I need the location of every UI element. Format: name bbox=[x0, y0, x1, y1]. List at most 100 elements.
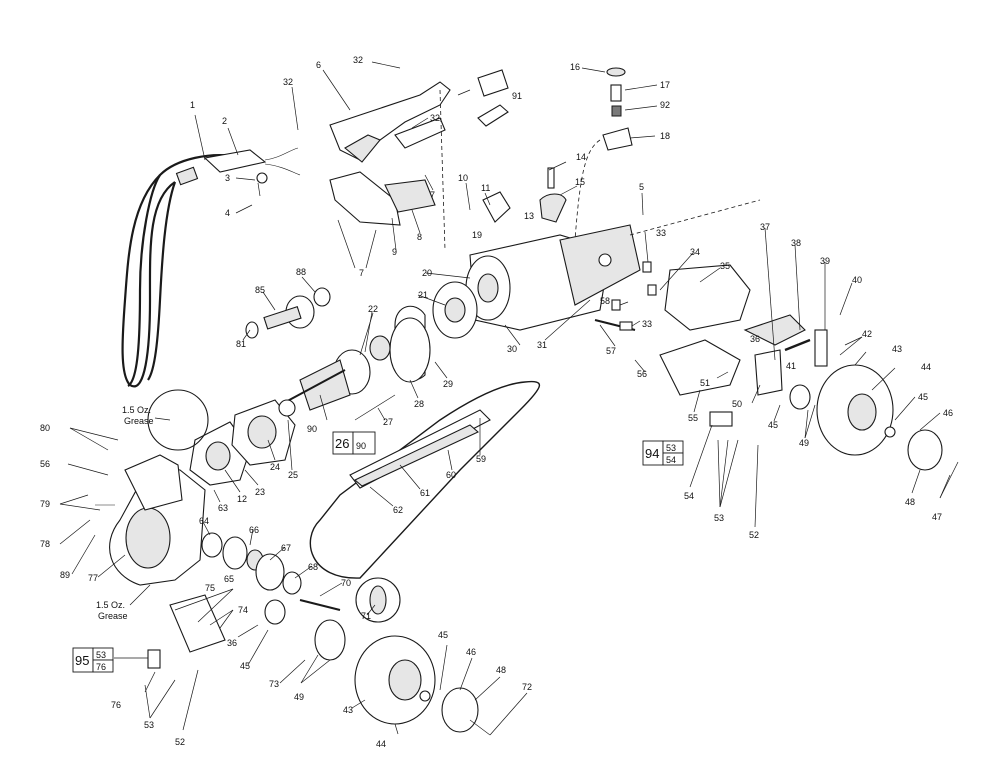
callout-25: 25 bbox=[288, 470, 298, 480]
callout-8: 8 bbox=[417, 232, 422, 242]
grease-top-line2: Grease bbox=[124, 416, 154, 426]
callout-22: 22 bbox=[368, 304, 378, 314]
grease-bottom-line2: Grease bbox=[98, 611, 128, 621]
callout-32a: 32 bbox=[353, 55, 363, 65]
handle-assembly bbox=[329, 81, 451, 251]
callout-9: 9 bbox=[392, 247, 397, 257]
callout-28: 28 bbox=[414, 399, 424, 409]
callout-labels: 1 2 3 4 5 6 7 7 8 9 10 11 12 13 14 15 16… bbox=[40, 55, 953, 749]
callout-19: 19 bbox=[472, 230, 482, 240]
callout-51: 51 bbox=[700, 378, 710, 388]
kit-95-main: 95 bbox=[75, 653, 89, 668]
callout-76: 76 bbox=[111, 700, 121, 710]
callout-21: 21 bbox=[418, 290, 428, 300]
callout-2: 2 bbox=[222, 116, 227, 126]
callout-56a: 56 bbox=[637, 369, 647, 379]
callout-74: 74 bbox=[238, 605, 248, 615]
callout-59: 59 bbox=[476, 454, 486, 464]
callout-67: 67 bbox=[281, 543, 291, 553]
cord-assembly bbox=[121, 147, 301, 388]
callout-17: 17 bbox=[660, 80, 670, 90]
callout-40: 40 bbox=[852, 275, 862, 285]
callout-44a: 44 bbox=[921, 362, 931, 372]
callout-32c: 32 bbox=[430, 113, 440, 123]
callout-90: 90 bbox=[307, 424, 317, 434]
blade-and-guard bbox=[309, 380, 541, 579]
grease-note-bottom: 1.5 Oz. Grease bbox=[96, 584, 151, 621]
callout-79: 79 bbox=[40, 499, 50, 509]
right-wheel-assembly bbox=[816, 364, 943, 471]
callout-45b: 45 bbox=[918, 392, 928, 402]
kit-box-94: 94 53 54 bbox=[642, 440, 684, 466]
callout-62: 62 bbox=[393, 505, 403, 515]
grease-note-top: 1.5 Oz. Grease bbox=[122, 405, 171, 426]
callout-91: 91 bbox=[512, 91, 522, 101]
callout-27: 27 bbox=[383, 417, 393, 427]
brush-holder-parts bbox=[457, 67, 633, 241]
callout-48b: 48 bbox=[496, 665, 506, 675]
callout-36a: 36 bbox=[750, 334, 760, 344]
kit-94-bottom: 54 bbox=[666, 455, 676, 465]
callout-49b: 49 bbox=[294, 692, 304, 702]
callout-18: 18 bbox=[660, 131, 670, 141]
callout-20: 20 bbox=[422, 268, 432, 278]
kit-26-main: 26 bbox=[335, 436, 349, 451]
drive-gear-parts bbox=[201, 532, 401, 661]
callout-29: 29 bbox=[443, 379, 453, 389]
callout-85: 85 bbox=[255, 285, 265, 295]
callout-57: 57 bbox=[606, 346, 616, 356]
callout-64: 64 bbox=[199, 516, 209, 526]
callout-53a: 53 bbox=[714, 513, 724, 523]
callout-12: 12 bbox=[237, 494, 247, 504]
callout-52b: 52 bbox=[175, 737, 185, 747]
callout-13: 13 bbox=[524, 211, 534, 221]
left-wheel-assembly bbox=[354, 635, 491, 736]
callout-32b: 32 bbox=[283, 77, 293, 87]
callout-46b: 46 bbox=[466, 647, 476, 657]
callout-56b: 56 bbox=[40, 459, 50, 469]
callout-71: 71 bbox=[361, 611, 371, 621]
callout-4: 4 bbox=[225, 208, 230, 218]
kit-box-26: 26 90 bbox=[332, 431, 376, 455]
callout-61: 61 bbox=[420, 488, 430, 498]
trigger-switch-parts bbox=[329, 104, 567, 226]
callout-30: 30 bbox=[507, 344, 517, 354]
callout-43b: 43 bbox=[343, 705, 353, 715]
kit-95-bottom: 76 bbox=[96, 662, 106, 672]
callout-88: 88 bbox=[296, 267, 306, 277]
callout-89: 89 bbox=[60, 570, 70, 580]
callout-45a: 45 bbox=[768, 420, 778, 430]
callout-55: 55 bbox=[688, 413, 698, 423]
callout-58: 58 bbox=[600, 296, 610, 306]
callout-5: 5 bbox=[639, 182, 644, 192]
callout-36b: 36 bbox=[227, 638, 237, 648]
callout-45c: 45 bbox=[240, 661, 250, 671]
callout-48a: 48 bbox=[905, 497, 915, 507]
kit-94-top: 53 bbox=[666, 443, 676, 453]
callout-75: 75 bbox=[205, 583, 215, 593]
callout-92: 92 bbox=[660, 100, 670, 110]
leader-lines bbox=[59, 61, 959, 736]
callout-41: 41 bbox=[786, 361, 796, 371]
callout-3: 3 bbox=[225, 173, 230, 183]
callout-7a: 7 bbox=[430, 190, 435, 200]
callout-35: 35 bbox=[720, 261, 730, 271]
callout-33a: 33 bbox=[656, 228, 666, 238]
callout-73: 73 bbox=[269, 679, 279, 689]
kit-box-95: 95 53 76 bbox=[72, 647, 114, 673]
kit-95-top: 53 bbox=[96, 650, 106, 660]
callout-54: 54 bbox=[684, 491, 694, 501]
callout-63: 63 bbox=[218, 503, 228, 513]
callout-24: 24 bbox=[270, 462, 280, 472]
callout-78: 78 bbox=[40, 539, 50, 549]
left-wheel-housing bbox=[109, 389, 209, 586]
callout-66: 66 bbox=[249, 525, 259, 535]
callout-6: 6 bbox=[316, 60, 321, 70]
callout-10: 10 bbox=[458, 173, 468, 183]
callout-11: 11 bbox=[481, 183, 490, 193]
callout-44b: 44 bbox=[376, 739, 386, 749]
callout-16: 16 bbox=[570, 62, 580, 72]
callout-14: 14 bbox=[576, 152, 586, 162]
callout-53b: 53 bbox=[144, 720, 154, 730]
